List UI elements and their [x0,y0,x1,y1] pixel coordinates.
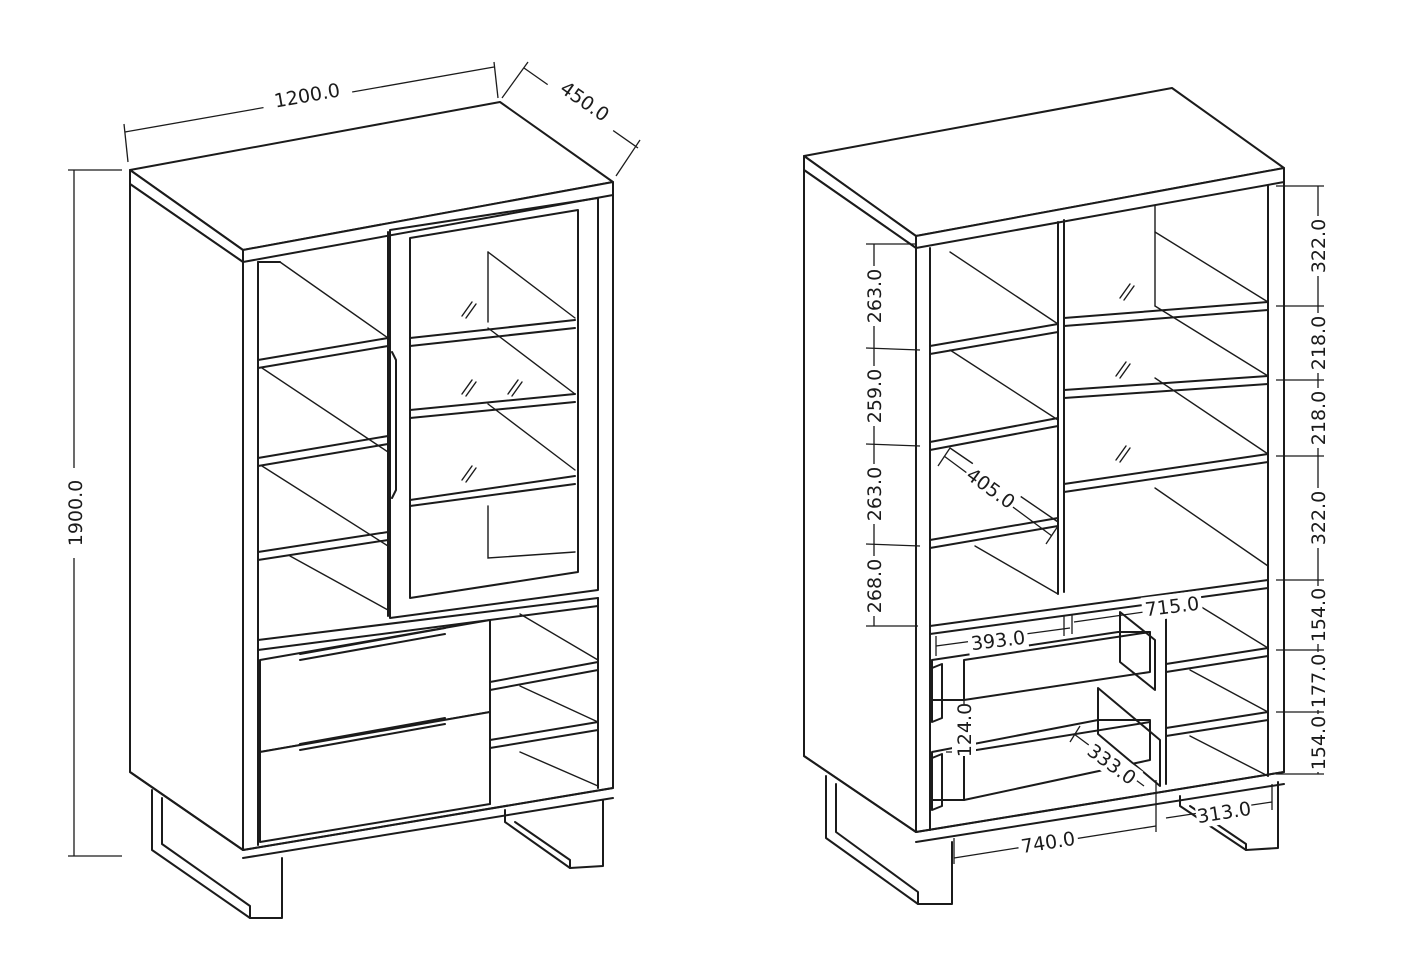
dim-drawer-depth: 333.0 [1083,740,1140,790]
dim-right-shelf-2: 218.0 [1308,316,1330,370]
dim-drawer-height: 124.0 [954,703,976,757]
dim-left-shelf-3: 263.0 [864,467,886,521]
dim-left-shelf-1: 263.0 [864,269,886,323]
dim-left-shelf-4: 268.0 [864,559,886,613]
dim-leg-depth: 313.0 [1196,798,1253,828]
dim-lower-3: 154.0 [1308,716,1330,770]
dim-lower-2: 177.0 [1308,654,1330,708]
dim-left-shelf-2: 259.0 [864,369,886,423]
dim-base-width: 740.0 [1020,828,1077,858]
left-cabinet-view: 1200.0 450.0 1900.0 [61,61,641,919]
dim-right-shelf-1: 322.0 [1308,219,1330,273]
dim-right-shelf-4: 322.0 [1308,491,1330,545]
dimension-height-label: 1900.0 [65,480,87,546]
dim-shelf-depth: 405.0 [962,464,1019,514]
dim-right-shelf-3: 218.0 [1308,391,1330,445]
right-cabinet-view: 263.0 259.0 263.0 268.0 322.0 218.0 218.… [803,87,1330,905]
dim-lower-1: 154.0 [1308,588,1330,642]
